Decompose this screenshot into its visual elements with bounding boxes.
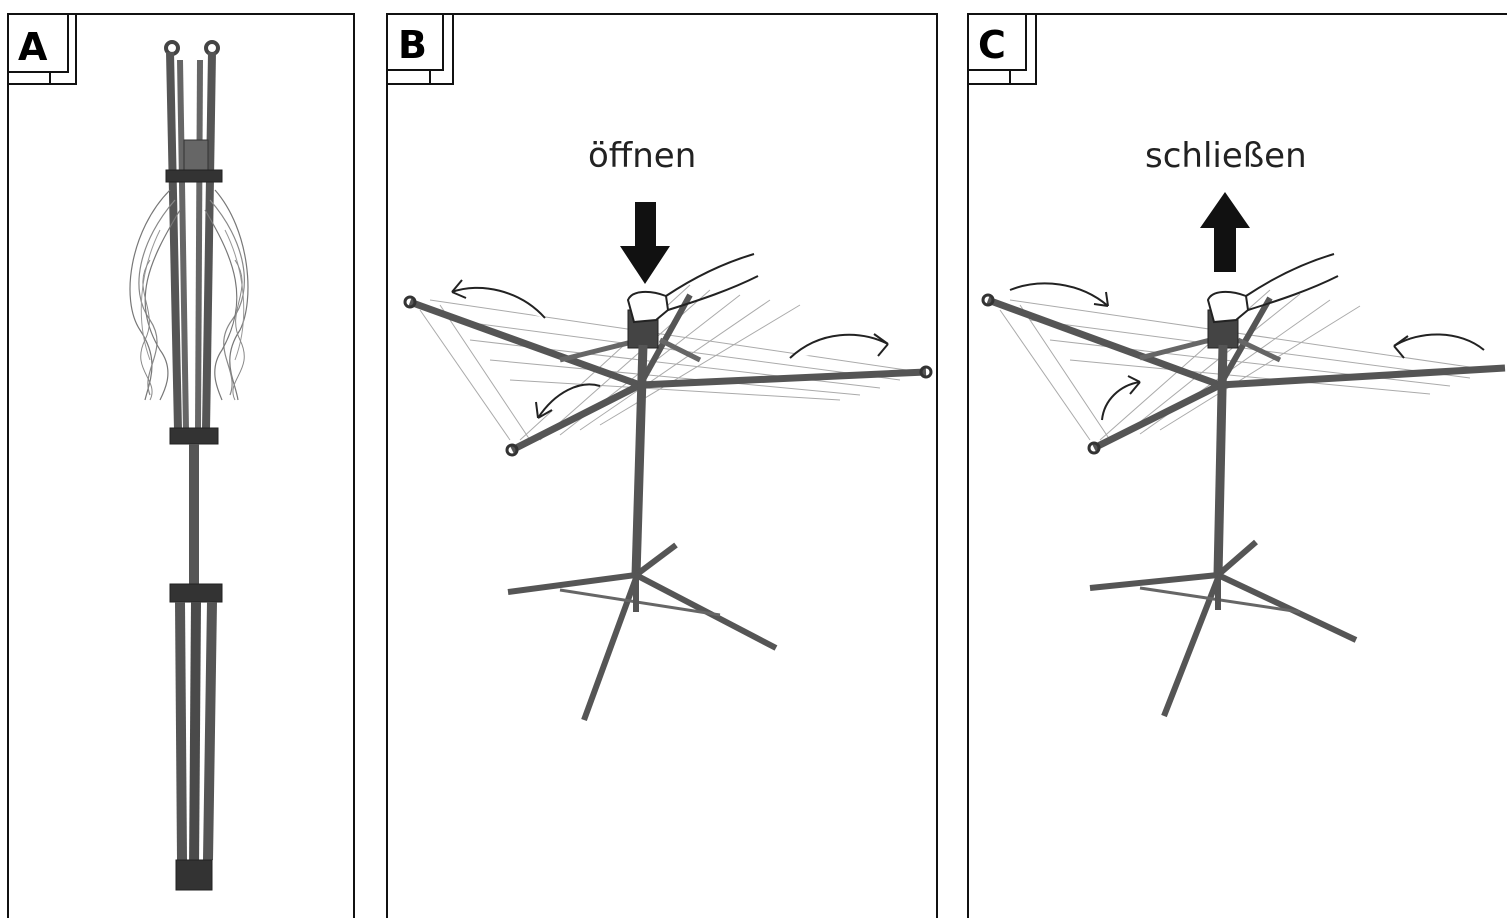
panel-b: B [386,13,938,918]
closing-dryer-illustration [981,253,1506,718]
panel-b-label: B [398,23,427,67]
panel-c-label: C [978,23,1006,67]
folded-dryer-illustration [129,40,249,891]
close-caption: schließen [1145,136,1307,176]
open-dryer-illustration [403,253,933,722]
panel-a: A [7,13,355,918]
panel-a-tab [7,13,69,73]
panel-c: C [967,13,1507,918]
open-caption: öffnen [588,136,697,176]
panel-a-label: A [18,25,48,69]
up-arrow-icon [1200,192,1250,272]
down-arrow-icon [620,202,670,284]
